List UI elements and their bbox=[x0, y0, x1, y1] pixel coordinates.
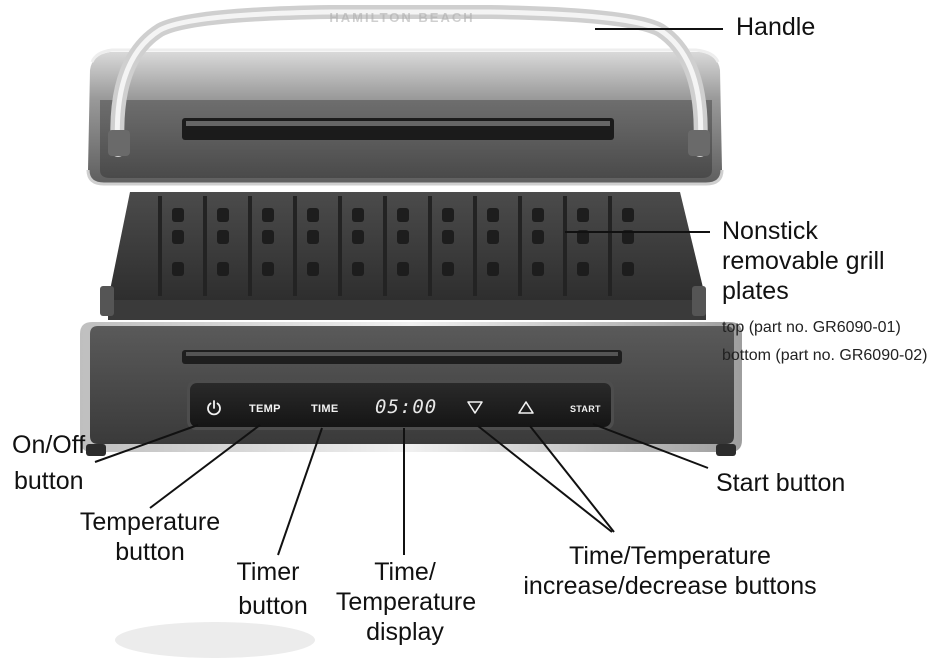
grill-nub bbox=[397, 262, 409, 276]
grill-rib bbox=[338, 196, 342, 296]
grill-nub bbox=[172, 230, 184, 244]
grill-rib bbox=[383, 196, 387, 296]
grill-nub bbox=[307, 230, 319, 244]
grill-nub bbox=[352, 208, 364, 222]
triangle-up-icon bbox=[518, 401, 534, 414]
callout-lines bbox=[94, 28, 723, 556]
lower-grill-plate bbox=[100, 192, 706, 320]
grill-nub bbox=[442, 230, 454, 244]
label-part-bottom: bottom (part no. GR6090-02) bbox=[722, 347, 928, 364]
label-grill-plates-line1: Nonstick bbox=[722, 217, 818, 245]
label-arrows-line1: Time/Temperature bbox=[569, 542, 771, 570]
label-handle: Handle bbox=[736, 13, 816, 41]
leader-temperature bbox=[149, 424, 261, 509]
label-arrows-line2: increase/decrease buttons bbox=[523, 572, 817, 600]
grill-rib bbox=[428, 196, 432, 296]
leader-start bbox=[592, 423, 709, 469]
grill-rib bbox=[158, 196, 162, 296]
grill-nub bbox=[217, 208, 229, 222]
grill-nub bbox=[622, 262, 634, 276]
label-timer-line1: Timer bbox=[236, 558, 300, 586]
grill-nub bbox=[532, 208, 544, 222]
leader-timer bbox=[277, 427, 323, 556]
grill-nub bbox=[442, 262, 454, 276]
grill-rib bbox=[473, 196, 477, 296]
start-button[interactable]: START bbox=[570, 404, 601, 414]
grill-nub bbox=[487, 230, 499, 244]
decrease-button[interactable] bbox=[466, 399, 484, 415]
grill-ribs bbox=[158, 196, 634, 296]
grill-nub bbox=[487, 262, 499, 276]
label-grill-plates-line3: plates bbox=[722, 277, 789, 305]
grill-nub bbox=[262, 208, 274, 222]
leader-onoff bbox=[94, 424, 199, 463]
grill-rib bbox=[203, 196, 207, 296]
grill-nub bbox=[352, 262, 364, 276]
grill-nub bbox=[262, 230, 274, 244]
grill-nub bbox=[532, 230, 544, 244]
grill-lid bbox=[86, 48, 724, 186]
label-part-top: top (part no. GR6090-01) bbox=[722, 319, 901, 336]
grill-nub bbox=[577, 262, 589, 276]
label-onoff-line1: On/Off bbox=[12, 431, 86, 459]
grill-rib bbox=[563, 196, 567, 296]
control-panel bbox=[187, 380, 614, 430]
grill-nub bbox=[217, 262, 229, 276]
grill-nub bbox=[442, 208, 454, 222]
power-icon bbox=[207, 400, 221, 416]
time-temperature-display: 05:00 bbox=[375, 396, 438, 418]
grill-nub bbox=[487, 208, 499, 222]
label-onoff-line2: button bbox=[14, 467, 84, 495]
label-temperature-line1: Temperature bbox=[79, 508, 221, 536]
grill-nub bbox=[172, 208, 184, 222]
power-button[interactable] bbox=[205, 399, 223, 417]
temp-button[interactable]: TEMP bbox=[249, 403, 281, 415]
grill-rib bbox=[248, 196, 252, 296]
grill-nub bbox=[532, 262, 544, 276]
grill-nub bbox=[307, 262, 319, 276]
grill-rib bbox=[608, 196, 612, 296]
leader-decrease bbox=[477, 425, 613, 533]
grill-nub bbox=[622, 230, 634, 244]
grill-nub bbox=[217, 230, 229, 244]
grill-nub bbox=[397, 230, 409, 244]
grill-rib bbox=[518, 196, 522, 296]
handle bbox=[108, 5, 710, 157]
label-display-line1: Time/ bbox=[374, 558, 436, 586]
grill-nub bbox=[172, 262, 184, 276]
grill-nub bbox=[307, 208, 319, 222]
grill-rib bbox=[293, 196, 297, 296]
label-display-line3: display bbox=[366, 618, 444, 646]
label-start: Start button bbox=[716, 469, 846, 497]
grill-nub bbox=[352, 230, 364, 244]
brand-logo: HAMILTON BEACH bbox=[329, 10, 475, 25]
grill-nub bbox=[577, 208, 589, 222]
increase-button[interactable] bbox=[517, 400, 535, 416]
grill-nub bbox=[397, 208, 409, 222]
label-temperature-line2: button bbox=[115, 538, 185, 566]
label-grill-plates-line2: removable grill bbox=[722, 247, 885, 275]
triangle-down-icon bbox=[467, 401, 483, 414]
leader-increase bbox=[529, 425, 615, 533]
grill-nub bbox=[577, 230, 589, 244]
time-button[interactable]: TIME bbox=[311, 403, 339, 415]
floor-shadow bbox=[115, 622, 315, 658]
label-timer-line2: button bbox=[238, 592, 308, 620]
grill-nub bbox=[622, 208, 634, 222]
label-display-line2: Temperature bbox=[335, 588, 477, 616]
grill-nub bbox=[262, 262, 274, 276]
